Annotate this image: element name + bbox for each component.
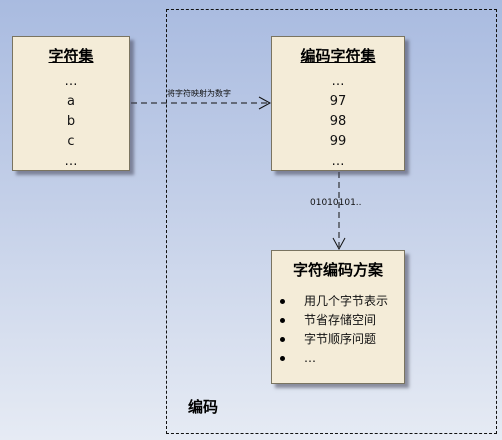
bullet-dot-icon xyxy=(280,299,285,304)
encoding-scheme-bullets: 用几个字节表示 节省存储空间 字节顺序问题 … xyxy=(272,292,404,368)
charset-box: 字符集 … a b c … xyxy=(12,36,130,171)
coded-charset-title: 编码字符集 xyxy=(300,47,376,65)
encoding-region-label: 编码 xyxy=(188,398,219,416)
bits-arrow-head xyxy=(332,237,346,251)
coded-charset-item: 98 xyxy=(329,114,347,129)
charset-item: … xyxy=(64,154,78,169)
charset-items: … a b c … xyxy=(13,72,129,172)
encoding-scheme-bullet: … xyxy=(280,349,404,368)
bullet-text: 节省存储空间 xyxy=(304,313,377,327)
bullet-text: … xyxy=(304,351,316,365)
bullet-text: 用几个字节表示 xyxy=(304,294,389,308)
map-arrow-head xyxy=(258,96,272,110)
charset-title: 字符集 xyxy=(48,47,94,65)
bullet-dot-icon xyxy=(280,337,285,342)
encoding-scheme-bullet: 用几个字节表示 xyxy=(280,292,404,311)
coded-charset-box: 编码字符集 … 97 98 99 … xyxy=(271,36,405,171)
charset-item: … xyxy=(64,74,78,89)
encoding-scheme-title: 字符编码方案 xyxy=(292,261,383,279)
encoding-scheme-bullet: 节省存储空间 xyxy=(280,311,404,330)
map-edge-label: 将字符映射为数字 xyxy=(167,89,231,98)
charset-item: a xyxy=(67,94,75,109)
charset-item: b xyxy=(66,114,76,129)
bits-edge-label: 01010101.. xyxy=(310,198,362,208)
bullet-dot-icon xyxy=(280,356,285,361)
encoding-scheme-box: 字符编码方案 用几个字节表示 节省存储空间 字节顺序问题 … xyxy=(271,250,405,384)
coded-charset-items: … 97 98 99 … xyxy=(272,72,404,172)
encoding-scheme-bullet: 字节顺序问题 xyxy=(280,330,404,349)
coded-charset-item: … xyxy=(331,154,345,169)
coded-charset-item: … xyxy=(331,74,345,89)
encoding-region xyxy=(166,9,497,434)
charset-item: c xyxy=(67,134,75,149)
coded-charset-item: 99 xyxy=(329,134,347,149)
bullet-text: 字节顺序问题 xyxy=(304,332,377,346)
bullet-dot-icon xyxy=(280,318,285,323)
coded-charset-item: 97 xyxy=(329,94,347,109)
